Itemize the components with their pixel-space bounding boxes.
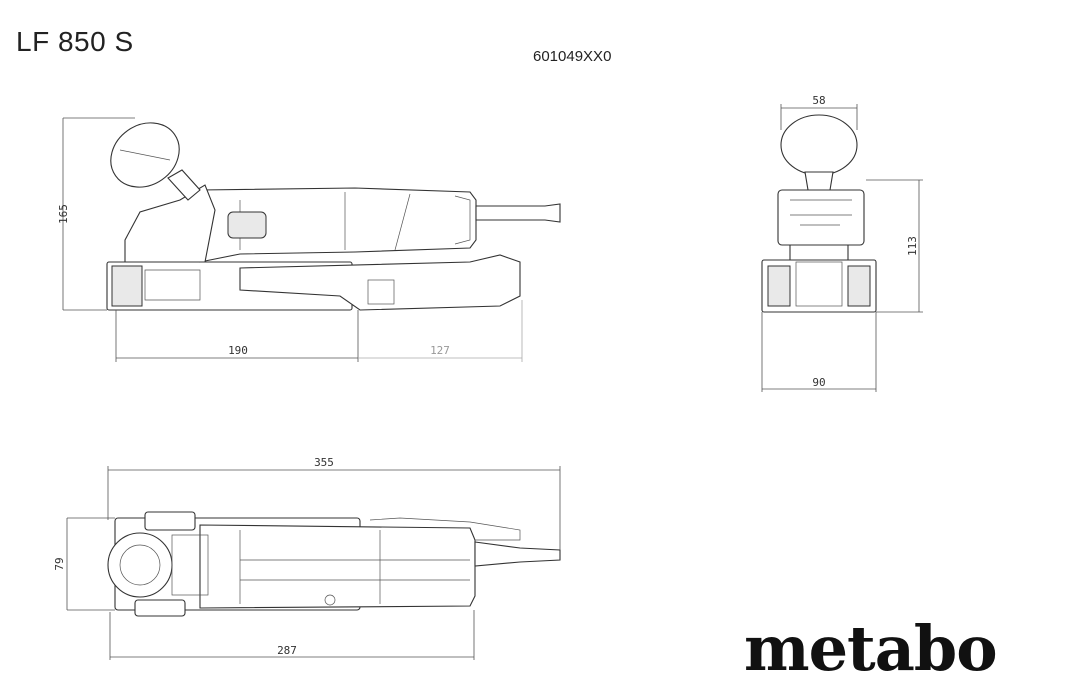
top-view: 355 79 287 <box>53 456 561 660</box>
side-switch <box>227 211 267 239</box>
side-knob-stem <box>167 169 201 201</box>
dim-front-base-label: 90 <box>812 376 825 389</box>
front-base-left <box>767 265 791 307</box>
top-gear-housing <box>171 534 209 596</box>
dim-front-height-lines <box>866 179 923 313</box>
dim-top-length-lines <box>107 466 561 550</box>
side-knob-line <box>119 149 171 161</box>
side-dust-hose <box>239 254 521 311</box>
dim-side-rear-label: 127 <box>430 344 450 357</box>
article-number: 601049XX0 <box>533 48 612 65</box>
top-hose <box>369 517 521 541</box>
front-knob-stem <box>804 171 834 191</box>
front-knob <box>780 114 858 176</box>
dim-front-top-lines <box>780 104 858 130</box>
top-knob-inner <box>119 544 161 586</box>
side-view: 165 190 127 <box>57 117 561 362</box>
front-base-center <box>795 261 843 307</box>
dim-side-height-label: 165 <box>57 204 70 224</box>
side-body-vents <box>454 195 471 245</box>
dim-side-front-lines <box>115 310 359 362</box>
dim-front-top-label: 58 <box>812 94 825 107</box>
top-motor-body <box>199 524 476 609</box>
top-cable <box>474 541 561 567</box>
dim-front-height-label: 113 <box>906 236 919 256</box>
dim-top-base-label: 287 <box>277 644 297 657</box>
dim-top-length-label: 355 <box>314 456 334 469</box>
dim-side-front-label: 190 <box>228 344 248 357</box>
top-screw <box>324 594 336 606</box>
side-cable <box>475 203 561 223</box>
top-knob <box>107 532 173 598</box>
front-body-lines <box>790 199 852 226</box>
side-hose-joint <box>367 279 395 305</box>
front-body <box>777 189 865 246</box>
metabo-logo: metabo <box>744 612 998 685</box>
dim-front-base-lines <box>761 312 877 392</box>
top-body-lines <box>239 530 470 604</box>
dim-top-width-label: 79 <box>53 557 66 570</box>
side-gear-head <box>124 184 216 263</box>
side-base-front <box>111 265 143 307</box>
dim-side-rear-lines <box>358 300 523 362</box>
top-clamp-bottom <box>134 599 186 617</box>
top-clamp-top <box>144 511 196 531</box>
dim-top-width-lines <box>66 517 115 611</box>
front-base-right <box>847 265 871 307</box>
model-name: LF 850 S <box>16 26 134 57</box>
dim-side-height-lines <box>62 117 135 311</box>
front-neck <box>789 245 849 260</box>
dim-top-base-lines <box>109 610 475 660</box>
side-base-detail <box>144 269 201 301</box>
front-view: 58 113 90 <box>761 94 923 392</box>
